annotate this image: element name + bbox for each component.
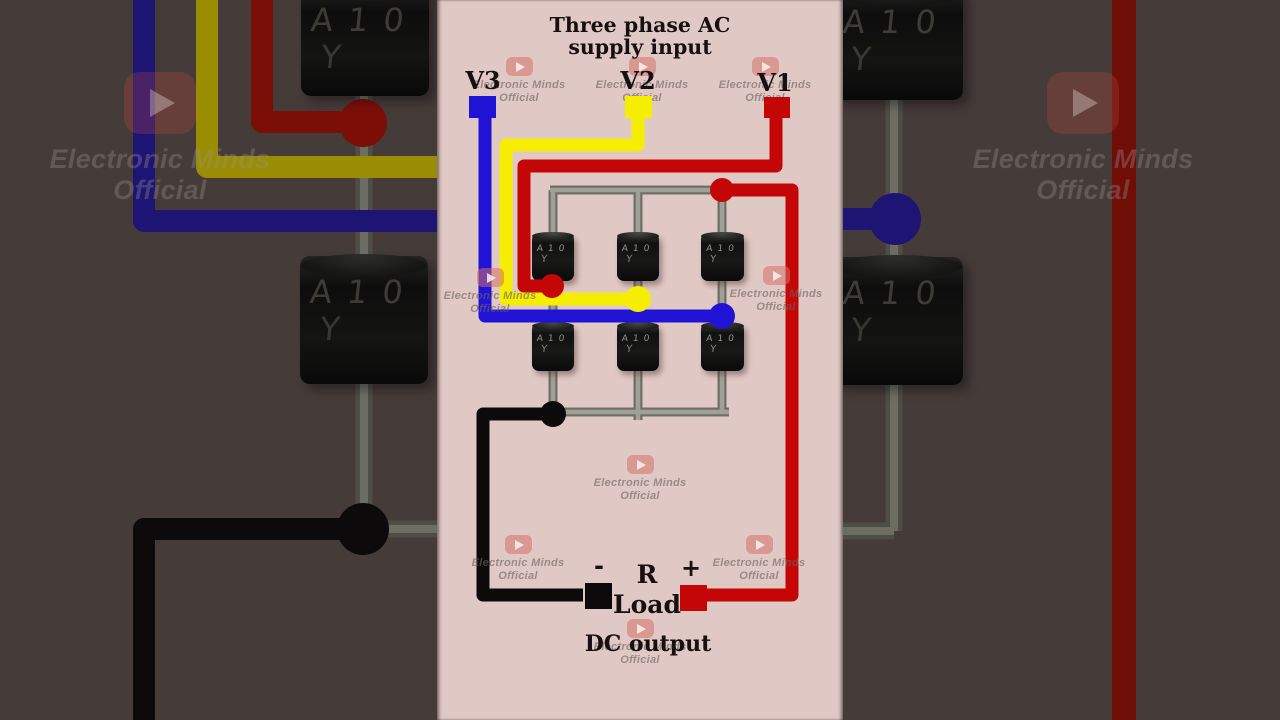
watermark-text: Official — [756, 300, 796, 313]
diode-marking: Y — [318, 310, 343, 348]
diode-marking: A10 — [308, 274, 420, 310]
diode-marking: A10 — [621, 244, 655, 254]
diode-component: A10 Y — [301, 0, 429, 96]
dc-positive-terminal-square — [680, 585, 707, 611]
play-triangle-icon — [150, 89, 175, 117]
v3-terminal-square — [469, 96, 496, 118]
youtube-play-icon — [505, 57, 533, 76]
watermark-text: Electronic Minds — [443, 290, 537, 302]
watermark-text: Electronic Minds — [729, 288, 823, 300]
youtube-play-icon — [745, 535, 773, 554]
diode-marking: Y — [709, 344, 718, 355]
watermark-text: Official — [1036, 175, 1130, 205]
title-line-1: Three phase AC — [549, 13, 731, 37]
watermark-text: Official — [739, 569, 779, 582]
diode-top-left: A10 Y — [532, 232, 574, 281]
diode-marking: A10 — [705, 334, 740, 344]
watermark-text: Official — [470, 302, 510, 315]
background-right-pane: A10 Y A10 Y Electronic Minds Official — [843, 0, 1280, 720]
v3-blue-wire — [478, 100, 722, 323]
channel-watermark: Electronic Minds Official — [918, 72, 1248, 206]
dc-negative-junction-dot — [540, 401, 566, 427]
channel-watermark: Electronic Minds Official — [0, 72, 325, 206]
diode-marking: Y — [625, 344, 634, 355]
youtube-play-icon — [476, 268, 504, 287]
bg-black-junction-dot — [337, 503, 389, 555]
diode-marking: Y — [540, 344, 549, 355]
v1-label: V1 — [757, 68, 793, 97]
watermark-text: Official — [113, 175, 207, 205]
diode-marking: A10 — [536, 334, 570, 344]
positive-sign-label: + — [680, 554, 702, 582]
diode-bottom-left: A10 Y — [532, 322, 574, 371]
watermark-text: Electronic Minds — [972, 144, 1194, 174]
play-triangle-icon — [755, 539, 765, 550]
diode-marking: A10 — [536, 244, 570, 254]
v2-label: V2 — [620, 66, 656, 95]
load-label: Load — [613, 590, 681, 619]
diode-marking: A10 — [705, 244, 740, 254]
diode-component: A10 Y — [843, 255, 963, 385]
diode-bottom-middle: A10 Y — [617, 322, 659, 371]
diode-marking: Y — [625, 254, 634, 265]
v2-terminal-square — [625, 96, 652, 118]
dc-negative-black-wire — [476, 407, 583, 602]
youtube-play-icon — [504, 535, 532, 554]
diode-marking: A10 — [843, 4, 953, 40]
diode-bottom-right: A10 Y — [701, 322, 744, 371]
play-triangle-icon — [515, 61, 525, 72]
diode-component: A10 Y — [300, 254, 428, 384]
bg-black-wire — [133, 518, 360, 720]
diode-marking: Y — [849, 40, 874, 78]
bg-blue-junction-dot — [869, 193, 921, 245]
watermark-text: Electronic Minds — [471, 557, 565, 569]
bg-red-junction-dot — [339, 99, 387, 147]
circuit-diagram-panel: A10 Y A10 Y A10 Y A10 Y A10 Y A10 Y — [437, 0, 843, 720]
watermark-text: Official — [620, 489, 660, 502]
load-r-label: R — [636, 560, 658, 589]
play-triangle-icon — [514, 539, 524, 550]
watermark-text: Official — [498, 569, 538, 582]
diode-top-right: A10 Y — [701, 232, 744, 281]
yellow-junction-dot — [625, 286, 651, 312]
dc-negative-terminal-square — [585, 583, 612, 609]
watermark-text: Electronic Minds — [472, 79, 566, 91]
diode-marking: Y — [709, 254, 718, 265]
watermark-text: Electronic Minds — [593, 477, 687, 489]
diode-top-middle: A10 Y — [617, 232, 659, 281]
diode-marking: A10 — [621, 334, 655, 344]
diode-marking: Y — [849, 311, 874, 349]
diagram-title: Three phase AC supply input — [550, 14, 731, 58]
v3-label: V3 — [465, 66, 501, 95]
watermark-text: Electronic Minds — [712, 557, 806, 569]
youtube-play-icon — [124, 72, 196, 134]
diode-marking: Y — [540, 254, 549, 265]
negative-sign-label: - — [594, 552, 604, 580]
youtube-play-icon — [626, 455, 654, 474]
background-left-pane: A10 Y A10 Y Electronic Minds Official — [0, 0, 437, 720]
diode-marking: Y — [319, 38, 344, 76]
lead-wire-outline — [548, 185, 729, 420]
play-triangle-icon — [486, 272, 496, 283]
diode-marking: A10 — [843, 275, 953, 311]
dc-output-caption: DC output — [584, 631, 712, 657]
title-line-2: supply input — [568, 35, 712, 59]
youtube-play-icon — [762, 266, 790, 285]
play-triangle-icon — [772, 270, 782, 281]
play-triangle-icon — [1073, 89, 1098, 117]
watermark-text: Official — [499, 91, 539, 104]
diode-marking: A10 — [309, 2, 421, 38]
dc-positive-junction-dot — [710, 178, 734, 202]
diode-component: A10 Y — [843, 0, 963, 100]
youtube-play-icon — [1047, 72, 1119, 134]
watermark-text: Electronic Minds — [49, 144, 271, 174]
play-triangle-icon — [636, 459, 646, 470]
lead-wire-highlight — [550, 187, 729, 420]
v1-terminal-square — [764, 97, 790, 118]
